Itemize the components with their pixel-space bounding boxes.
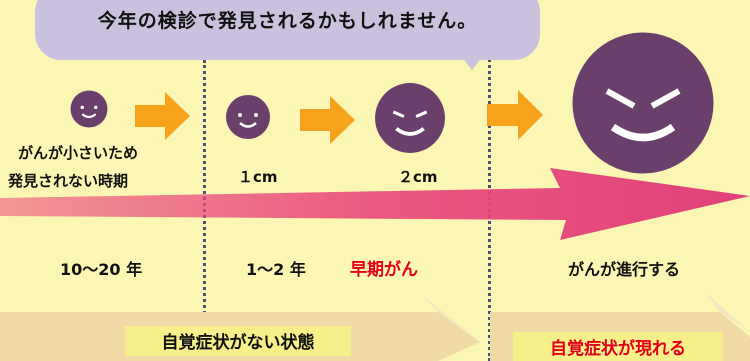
- tiny-cell-label-line2: 発見されない時期: [8, 172, 129, 190]
- speech-bubble-tail: [458, 52, 486, 70]
- cancer-cell-large: [572, 32, 714, 174]
- growth-arrow-1: [135, 92, 190, 140]
- cancer-cell-tiny: [70, 90, 108, 128]
- growth-arrow-2: [300, 96, 355, 144]
- speech-bubble-text: 今年の検診で発見されるかもしれません。: [97, 10, 478, 32]
- size-label-2cm: ２cm: [398, 168, 438, 186]
- symptoms-label: 自覚症状が現れる: [550, 339, 686, 359]
- cancer-cell-1cm: [226, 95, 270, 139]
- speech-bubble: [35, 0, 540, 60]
- growth-arrow-3: [487, 90, 543, 140]
- years-label-1-2: 1〜2 年: [246, 260, 306, 279]
- size-label-1cm: １cm: [238, 168, 278, 186]
- advancing-cancer-label: がんが進行する: [568, 260, 681, 279]
- early-cancer-label: 早期がん: [350, 260, 418, 280]
- tiny-cell-label-line1: がんが小さいため: [18, 144, 139, 162]
- timeline-arrow: [0, 168, 750, 240]
- years-label-10-20: 10〜20 年: [60, 260, 143, 279]
- no-symptoms-label-box: [125, 326, 351, 356]
- no-symptoms-label: 自覚症状がない状態: [161, 333, 315, 353]
- symptoms-label-box: [513, 332, 723, 361]
- cancer-cell-2cm: [375, 83, 445, 153]
